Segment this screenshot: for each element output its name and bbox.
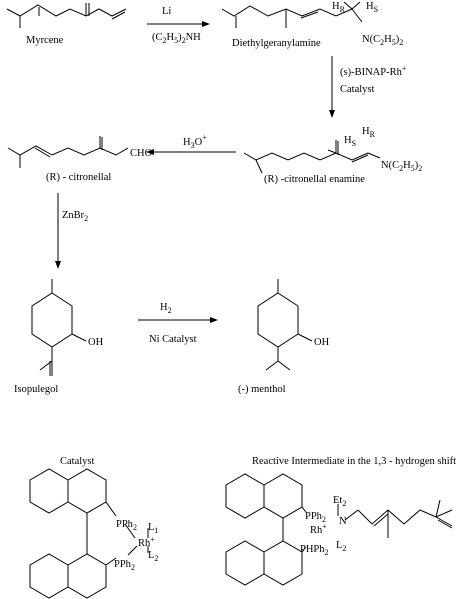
arrow-step1 (147, 21, 210, 27)
enamine-net2: N(C2H5)2 (381, 160, 422, 173)
intermediate-title: Reactive Intermediate in the 1,3 - hydro… (252, 456, 456, 467)
catalyst-l2: L2 (148, 550, 158, 563)
isopulegol-oh: OH (88, 337, 104, 348)
intermediate-phph2: PHPh2 (300, 544, 329, 557)
reagent-h2: H2 (160, 302, 172, 315)
citronellal-label: (R) - citronellal (46, 172, 111, 183)
citronellal-cho: CHO (130, 148, 153, 159)
menthol-oh: OH (314, 337, 330, 348)
arrow-step4 (55, 193, 61, 269)
arrow-step5 (138, 317, 218, 323)
myrcene-label: Myrcene (26, 35, 64, 46)
isopulegol-structure (31, 279, 87, 376)
enamine-hr: HR (362, 126, 376, 139)
intermediate-et2: Et2 (333, 495, 346, 508)
reagent-diethylamine: (C2H5)2NH (152, 32, 201, 45)
catalyst-title: Catalyst (60, 456, 94, 467)
arrow-step3 (146, 149, 236, 155)
intermediate-n: N (339, 516, 347, 527)
catalyst-l1: L1 (148, 522, 158, 535)
enamine-hs: HS (344, 135, 356, 148)
menthol-structure (257, 279, 313, 371)
diethylgeranylamine-net2: N(C2H5)2 (362, 34, 403, 47)
catalyst-structure (29, 468, 149, 599)
isopulegol-label: Isopulegol (14, 384, 58, 395)
catalyst-rh: Rh+ (138, 535, 155, 549)
reagent-catalyst: Catalyst (340, 84, 374, 95)
intermediate-structure (225, 473, 453, 586)
reagent-li: Li (162, 6, 171, 17)
diethylgeranylamine-hs: HS (366, 1, 378, 14)
reagent-h3o: H3O+ (183, 133, 207, 150)
intermediate-pph2: PPh2 (305, 511, 326, 524)
myrcene-structure (6, 3, 127, 28)
intermediate-rh: Rh+ (310, 522, 327, 536)
citronellal-enamine-label: (R) -citronellal enamine (264, 174, 365, 185)
intermediate-l2: L2 (336, 540, 346, 553)
citronellal-structure (7, 136, 129, 168)
catalyst-pph2-bottom: PPh2 (114, 559, 135, 572)
menthol-label: (-) menthol (238, 384, 286, 395)
catalyst-pph2-top: PPh2 (116, 519, 137, 532)
reagent-znbr2: ZnBr2 (62, 210, 88, 223)
diethylgeranylamine-hr: HR (332, 1, 346, 14)
reagent-binap-rh: (s)-BINAP-Rh+ (340, 64, 407, 78)
diethylgeranylamine-structure (221, 1, 363, 28)
reagent-ni-catalyst: Ni Catalyst (149, 334, 197, 345)
citronellal-enamine-structure (243, 140, 381, 174)
arrow-step2 (329, 56, 335, 118)
diethylgeranylamine-label: Diethylgeranylamine (232, 38, 321, 49)
